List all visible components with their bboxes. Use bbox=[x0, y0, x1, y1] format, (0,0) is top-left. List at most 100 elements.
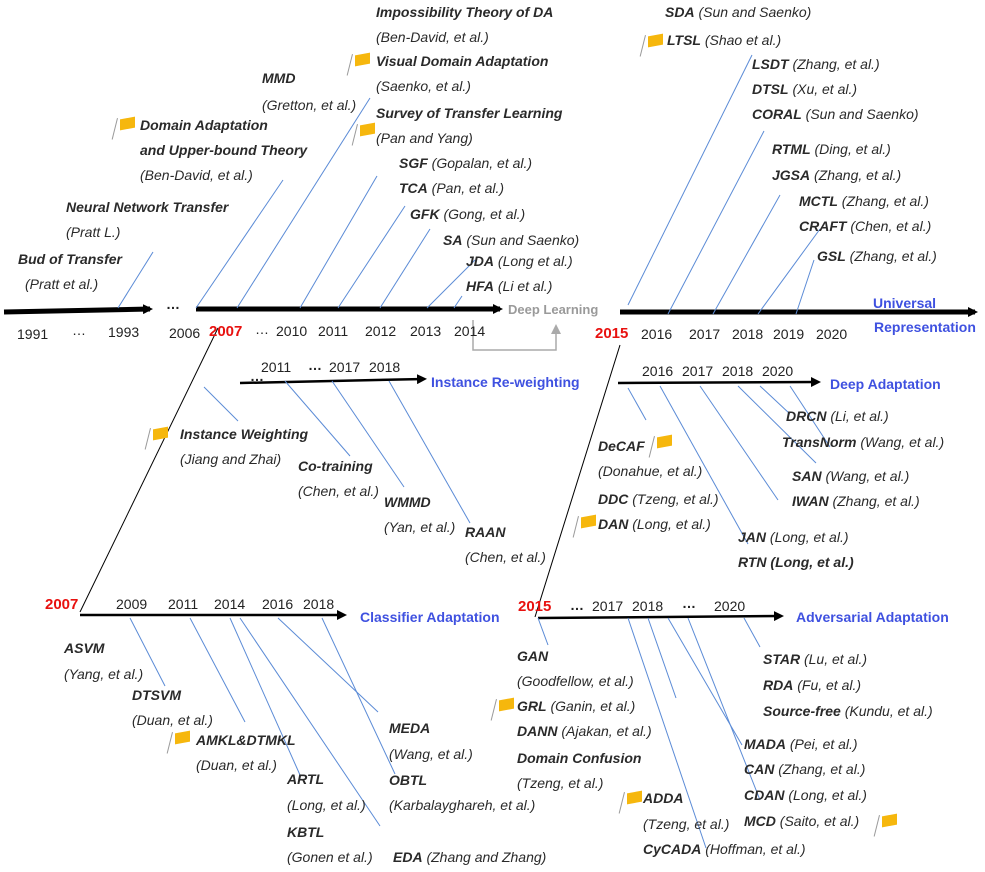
item-kbtl-author: (Gonen et al.) bbox=[287, 849, 373, 865]
item-obtl: OBTL bbox=[389, 772, 428, 788]
year-ellipsis-1: … bbox=[72, 322, 86, 338]
year-2015-main: 2015 bbox=[595, 325, 629, 342]
item-gan-author: (Goodfellow, et al.) bbox=[517, 673, 634, 689]
item-drcn: DRCN (Li, et al.) bbox=[786, 408, 889, 424]
rw-year-2017: 2017 bbox=[329, 359, 361, 375]
item-dc-author: (Tzeng, et al.) bbox=[517, 775, 604, 791]
cl-year-2016: 2016 bbox=[262, 596, 294, 612]
axis-deep bbox=[617, 377, 821, 388]
item-cdan: CDAN (Long, et al.) bbox=[744, 787, 867, 803]
item-iwan: IWAN (Zhang, et al.) bbox=[792, 493, 920, 509]
dp-year-2020: 2020 bbox=[762, 363, 794, 379]
ad-year-2020: 2020 bbox=[714, 598, 746, 614]
item-dtsvm-author: (Duan, et al.) bbox=[132, 712, 213, 728]
item-bud-author: (Pratt et al.) bbox=[25, 276, 99, 292]
item-sf: Source-free (Kundu, et al.) bbox=[763, 703, 933, 719]
deep-learning-connector bbox=[472, 320, 561, 351]
item-vda-author: (Saenko, et al.) bbox=[376, 78, 471, 94]
item-amkl: AMKL&DTMKL bbox=[196, 732, 296, 748]
item-rda: RDA (Fu, et al.) bbox=[763, 677, 862, 693]
item-wmmd: WMMD bbox=[384, 494, 431, 510]
top-ellipsis: … bbox=[166, 296, 180, 312]
item-artl-author: (Long, et al.) bbox=[287, 797, 366, 813]
cl-year-2009: 2009 bbox=[116, 596, 148, 612]
year-2020-main: 2020 bbox=[816, 326, 848, 342]
item-mcd: MCD (Saito, et al.) bbox=[744, 813, 860, 829]
item-gfk: GFK (Gong, et al.) bbox=[410, 206, 526, 222]
dp-year-2017: 2017 bbox=[682, 363, 714, 379]
year-2007: 2007 bbox=[209, 323, 243, 340]
item-tca: TCA (Pan, et al.) bbox=[399, 180, 505, 196]
stem-2007 bbox=[79, 327, 219, 613]
year-2017-main: 2017 bbox=[689, 326, 721, 342]
item-rtml: RTML (Ding, et al.) bbox=[772, 141, 891, 157]
item-stl-author: (Pan and Yang) bbox=[376, 130, 473, 146]
item-obtl-author: (Karbalayghareh, et al.) bbox=[389, 797, 536, 813]
item-jan: JAN (Long, et al.) bbox=[738, 529, 849, 545]
item-iw: Instance Weighting bbox=[180, 426, 309, 442]
ad-ellipsis-1: … bbox=[570, 597, 584, 613]
cl-year-2011: 2011 bbox=[168, 596, 199, 612]
item-dau-2: and Upper-bound Theory bbox=[140, 142, 308, 158]
stem-2015 bbox=[534, 344, 621, 618]
item-imp: Impossibility Theory of DA bbox=[376, 4, 554, 20]
item-eda: EDA (Zhang and Zhang) bbox=[393, 849, 547, 865]
item-mmd: MMD bbox=[262, 70, 296, 86]
year-2011: 2011 bbox=[318, 323, 349, 339]
branch-adversarial: Adversarial Adaptation bbox=[796, 609, 949, 625]
item-raan: RAAN bbox=[465, 524, 506, 540]
year-1991: 1991 bbox=[17, 326, 49, 342]
item-transnorm: TransNorm (Wang, et al.) bbox=[782, 434, 945, 450]
item-stl: Survey of Transfer Learning bbox=[376, 105, 563, 121]
item-sgf: SGF (Gopalan, et al.) bbox=[399, 155, 533, 171]
item-coral: CORAL (Sun and Saenko) bbox=[752, 106, 919, 122]
item-sda: SDA (Sun and Saenko) bbox=[665, 4, 812, 20]
main-axis-left bbox=[3, 304, 153, 315]
deep-learning-label: Deep Learning bbox=[508, 302, 599, 317]
item-cot-author: (Chen, et al.) bbox=[298, 483, 379, 499]
item-dtsl: DTSL (Xu, et al.) bbox=[752, 81, 858, 97]
item-jgsa: JGSA (Zhang, et al.) bbox=[772, 167, 902, 183]
item-raan-author: (Chen, et al.) bbox=[465, 549, 546, 565]
year-2013: 2013 bbox=[410, 323, 442, 339]
cl-year-2007: 2007 bbox=[45, 596, 79, 613]
item-jda: JDA (Long et al.) bbox=[466, 253, 573, 269]
item-adda: ADDA bbox=[643, 790, 684, 806]
branch-reweighting: Instance Re-weighting bbox=[431, 374, 580, 390]
branch-deep: Deep Adaptation bbox=[830, 376, 941, 392]
item-vda: Visual Domain Adaptation bbox=[376, 53, 549, 69]
item-imp-author: (Ben-David, et al.) bbox=[376, 29, 489, 45]
item-nnt-author: (Pratt L.) bbox=[66, 224, 121, 240]
item-ddc: DDC (Tzeng, et al.) bbox=[598, 491, 719, 507]
item-dau-author: (Ben-David, et al.) bbox=[140, 167, 253, 183]
item-dan: DAN (Long, et al.) bbox=[598, 516, 711, 532]
item-san: SAN (Wang, et al.) bbox=[792, 468, 910, 484]
item-cycada: CyCADA (Hoffman, et al.) bbox=[643, 841, 806, 857]
dp-year-2016: 2016 bbox=[642, 363, 674, 379]
item-rtn: RTN (Long, et al.) bbox=[738, 554, 854, 570]
ad-year-2015: 2015 bbox=[518, 598, 552, 615]
year-2016-main: 2016 bbox=[641, 326, 673, 342]
item-dc: Domain Confusion bbox=[517, 750, 642, 766]
item-nnt: Neural Network Transfer bbox=[66, 199, 229, 215]
item-cot: Co-training bbox=[298, 458, 373, 474]
year-2010: 2010 bbox=[276, 323, 308, 339]
item-dtsvm: DTSVM bbox=[132, 687, 181, 703]
item-dau: Domain Adaptation bbox=[140, 117, 268, 133]
year-ellipsis-2: … bbox=[255, 321, 269, 337]
connector-lines bbox=[117, 54, 831, 849]
item-gsl: GSL (Zhang, et al.) bbox=[817, 248, 937, 264]
item-meda-author: (Wang, et al.) bbox=[389, 746, 473, 762]
year-2018-main: 2018 bbox=[732, 326, 764, 342]
item-dann: DANN (Ajakan, et al.) bbox=[517, 723, 652, 739]
branch-representation: Representation bbox=[874, 319, 976, 335]
rw-ellipsis-1: … bbox=[250, 368, 264, 384]
item-mctl: MCTL (Zhang, et al.) bbox=[799, 193, 929, 209]
cl-year-2014: 2014 bbox=[214, 596, 246, 612]
item-can: CAN (Zhang, et al.) bbox=[744, 761, 866, 777]
branch-classifier: Classifier Adaptation bbox=[360, 609, 500, 625]
rw-year-2011: 2011 bbox=[261, 359, 292, 375]
item-decaf: DeCAF bbox=[598, 438, 645, 454]
item-adda-author: (Tzeng, et al.) bbox=[643, 816, 730, 832]
